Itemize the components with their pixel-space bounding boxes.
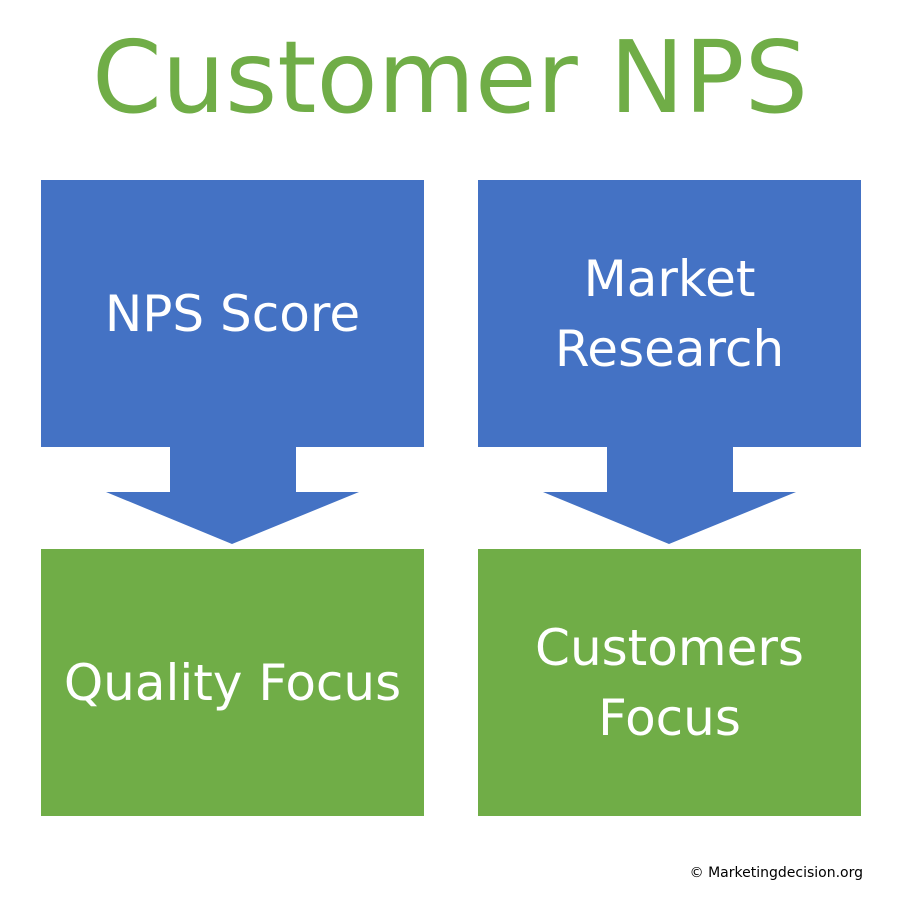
market-research-label: Market Research bbox=[554, 249, 785, 378]
copyright-footer: © Marketingdecision.org bbox=[689, 865, 863, 881]
quality-focus-label: Quality Focus bbox=[63, 653, 402, 712]
nps-score-label: NPS Score bbox=[104, 284, 361, 343]
customers-focus-box: Customers Focus bbox=[478, 549, 861, 816]
right-down-arrow bbox=[543, 446, 796, 544]
left-down-arrow bbox=[106, 446, 359, 544]
diagram-title: Customer NPS bbox=[91, 19, 809, 136]
nps-score-box: NPS Score bbox=[41, 180, 424, 447]
market-research-box: Market Research bbox=[478, 180, 861, 447]
quality-focus-box: Quality Focus bbox=[41, 549, 424, 816]
customers-focus-label: Customers Focus bbox=[535, 618, 804, 747]
